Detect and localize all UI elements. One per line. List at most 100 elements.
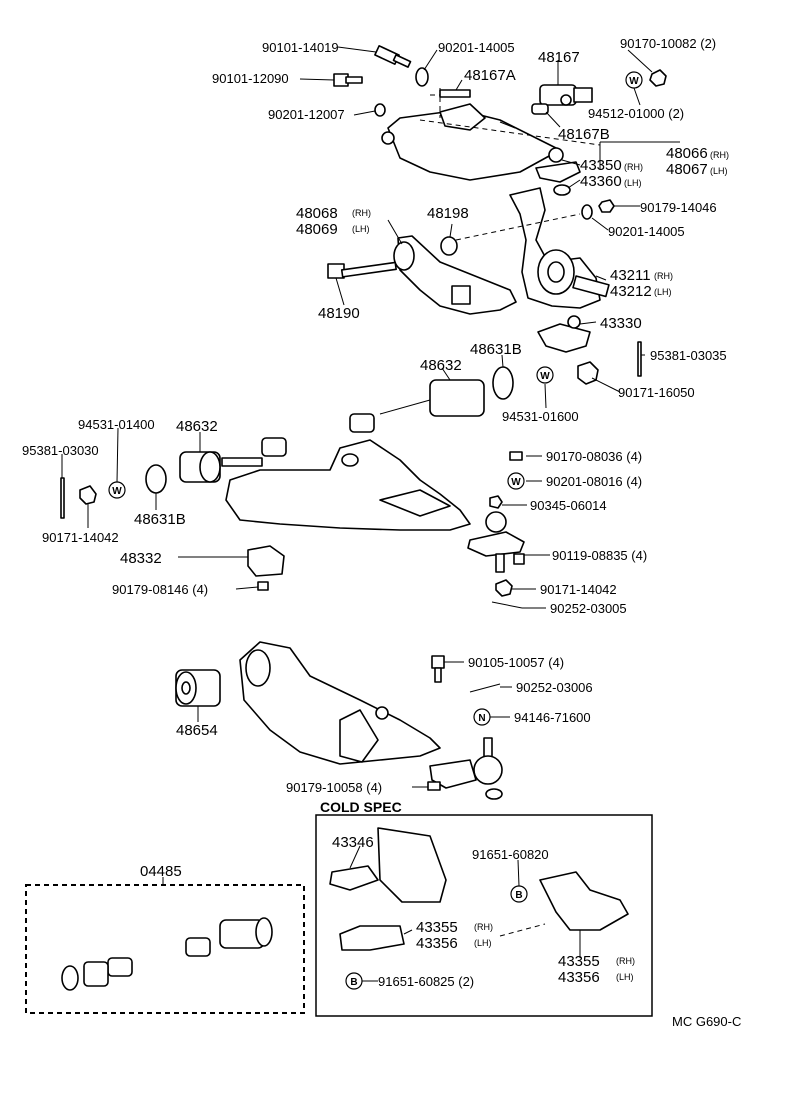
label-48198[interactable]: 48198 — [427, 205, 469, 222]
label-48654[interactable]: 48654 — [176, 722, 218, 739]
lower-ball-joint[interactable] — [467, 511, 525, 573]
label-48066[interactable]: 48066 — [666, 145, 708, 162]
cotter-pin-90252-03005[interactable] — [491, 601, 523, 609]
cover-43355-right[interactable] — [539, 871, 629, 931]
ball-joint-lower-2[interactable] — [429, 737, 503, 800]
nut-90179-14046[interactable] — [598, 199, 615, 213]
label-43346[interactable]: 43346 — [332, 834, 374, 851]
label-91651-60820[interactable]: 91651-60820 — [472, 847, 549, 862]
label-43356-b[interactable]: 43356 — [558, 969, 600, 986]
nut-90171-14042-left[interactable] — [79, 485, 97, 505]
label-48332[interactable]: 48332 — [120, 550, 162, 567]
label-43211[interactable]: 43211 — [610, 267, 651, 284]
label-95381-03030[interactable]: 95381-03030 — [22, 443, 99, 458]
label-43356-a[interactable]: 43356 — [416, 935, 458, 952]
upper-ball-joint[interactable] — [535, 147, 581, 196]
label-90252-03005[interactable]: 90252-03005 — [550, 601, 627, 616]
label-94512-01000[interactable]: 94512-01000 (2) — [588, 106, 684, 121]
bushing-48167B[interactable] — [531, 103, 549, 115]
label-48068[interactable]: 48068 — [296, 205, 338, 222]
nut-90171-14042-lower[interactable] — [495, 579, 513, 597]
label-48167A[interactable]: 48167A — [464, 67, 516, 84]
bolt-90101-12090[interactable] — [333, 73, 363, 87]
label-43330[interactable]: 43330 — [600, 315, 642, 332]
strut-bar-assembly-04485[interactable] — [61, 917, 273, 991]
cushion-48198[interactable] — [440, 236, 458, 256]
strut-bar-48632[interactable] — [261, 379, 485, 457]
label-43212[interactable]: 43212 — [610, 283, 652, 300]
strut-bar-bracket[interactable] — [397, 235, 517, 315]
lower-arm-48654-body[interactable] — [239, 641, 441, 765]
bolt-48167A[interactable] — [439, 89, 471, 98]
cotter-pin-90252-03006[interactable] — [469, 683, 501, 693]
label-90201-14005-b[interactable]: 90201-14005 — [608, 224, 685, 239]
label-94146-71600[interactable]: 94146-71600 — [514, 710, 591, 725]
label-43360[interactable]: 43360 — [580, 173, 622, 190]
label-43355-a[interactable]: 43355 — [416, 919, 458, 936]
cover-43355-left[interactable] — [339, 925, 405, 951]
bolt-90101-14019[interactable] — [374, 45, 412, 68]
label-48631B-lower[interactable]: 48631B — [134, 511, 186, 528]
label-90171-14042-lower[interactable]: 90171-14042 — [540, 582, 617, 597]
bushing-48654[interactable] — [175, 669, 221, 707]
label-90101-12090[interactable]: 90101-12090 — [212, 71, 289, 86]
nut-90170-10082[interactable] — [649, 69, 667, 87]
label-90179-08146[interactable]: 90179-08146 (4) — [112, 582, 208, 597]
label-48632-lower[interactable]: 48632 — [176, 418, 218, 435]
label-90170-08036[interactable]: 90170-08036 (4) — [546, 449, 642, 464]
label-90170-10082[interactable]: 90170-10082 (2) — [620, 36, 716, 51]
nut-90171-16050[interactable] — [577, 361, 599, 385]
cushion-48632-left[interactable] — [179, 451, 263, 483]
label-48632-upper[interactable]: 48632 — [420, 357, 462, 374]
label-48631B-upper[interactable]: 48631B — [470, 341, 522, 358]
label-43350[interactable]: 43350 — [580, 157, 622, 174]
shaft-48167[interactable] — [539, 84, 593, 106]
spacer-43346[interactable] — [329, 865, 379, 891]
nut-90170-08036[interactable] — [509, 451, 523, 461]
washer-94531-01400[interactable]: W — [108, 481, 126, 499]
washer-90201-14005-knuckle[interactable] — [581, 204, 593, 220]
label-90119-08835[interactable]: 90119-08835 (4) — [552, 548, 647, 563]
label-94531-01400[interactable]: 94531-01400 — [78, 417, 155, 432]
washer-90201-14005-top[interactable] — [415, 67, 429, 87]
label-90101-14019[interactable]: 90101-14019 — [262, 40, 339, 55]
label-04485[interactable]: 04485 — [140, 863, 182, 880]
label-48167B[interactable]: 48167B — [558, 126, 610, 143]
label-90201-08016[interactable]: 90201-08016 (4) — [546, 474, 642, 489]
label-48190[interactable]: 48190 — [318, 305, 360, 322]
nut-90179-10058[interactable] — [427, 781, 441, 791]
cotter-pin-95381-03035[interactable] — [637, 341, 642, 377]
label-48067[interactable]: 48067 — [666, 161, 708, 178]
bolt-90105-10057[interactable] — [431, 655, 445, 683]
label-90105-10057[interactable]: 90105-10057 (4) — [468, 655, 564, 670]
label-90345-06014[interactable]: 90345-06014 — [530, 498, 607, 513]
washer-90201-12007[interactable] — [374, 103, 386, 117]
nut-90345-06014[interactable] — [489, 495, 503, 509]
washer-94512-01000[interactable]: W — [625, 71, 643, 89]
label-90201-12007[interactable]: 90201-12007 — [268, 107, 345, 122]
bolt-90119-08835[interactable] — [513, 553, 525, 565]
label-43355-b[interactable]: 43355 — [558, 953, 600, 970]
nut-90179-08146[interactable] — [257, 581, 269, 591]
label-48167[interactable]: 48167 — [538, 49, 580, 66]
label-90179-10058[interactable]: 90179-10058 (4) — [286, 780, 382, 795]
stopper-48332[interactable] — [247, 545, 285, 577]
cushion-48631B-upper[interactable] — [492, 366, 514, 400]
label-90171-16050[interactable]: 90171-16050 — [618, 385, 695, 400]
bolt-48190[interactable] — [327, 261, 397, 279]
label-90171-14042-left[interactable]: 90171-14042 — [42, 530, 119, 545]
bolt-91651-60825[interactable]: B — [345, 972, 363, 990]
ball-joint-43330[interactable] — [537, 315, 591, 353]
label-90179-14046[interactable]: 90179-14046 — [640, 200, 717, 215]
label-95381-03035[interactable]: 95381-03035 — [650, 348, 727, 363]
cotter-pin-95381-03030[interactable] — [60, 477, 65, 519]
label-91651-60825[interactable]: 91651-60825 (2) — [378, 974, 474, 989]
nut-94146-71600[interactable]: N — [473, 708, 491, 726]
label-94531-01600[interactable]: 94531-01600 — [502, 409, 579, 424]
label-90252-03006[interactable]: 90252-03006 — [516, 680, 593, 695]
bolt-91651-60820[interactable]: B — [510, 885, 528, 903]
label-90201-14005-a[interactable]: 90201-14005 — [438, 40, 515, 55]
washer-90201-08016[interactable]: W — [507, 472, 525, 490]
washer-94531-01600[interactable]: W — [536, 366, 554, 384]
cushion-48631B-lower[interactable] — [145, 464, 167, 494]
